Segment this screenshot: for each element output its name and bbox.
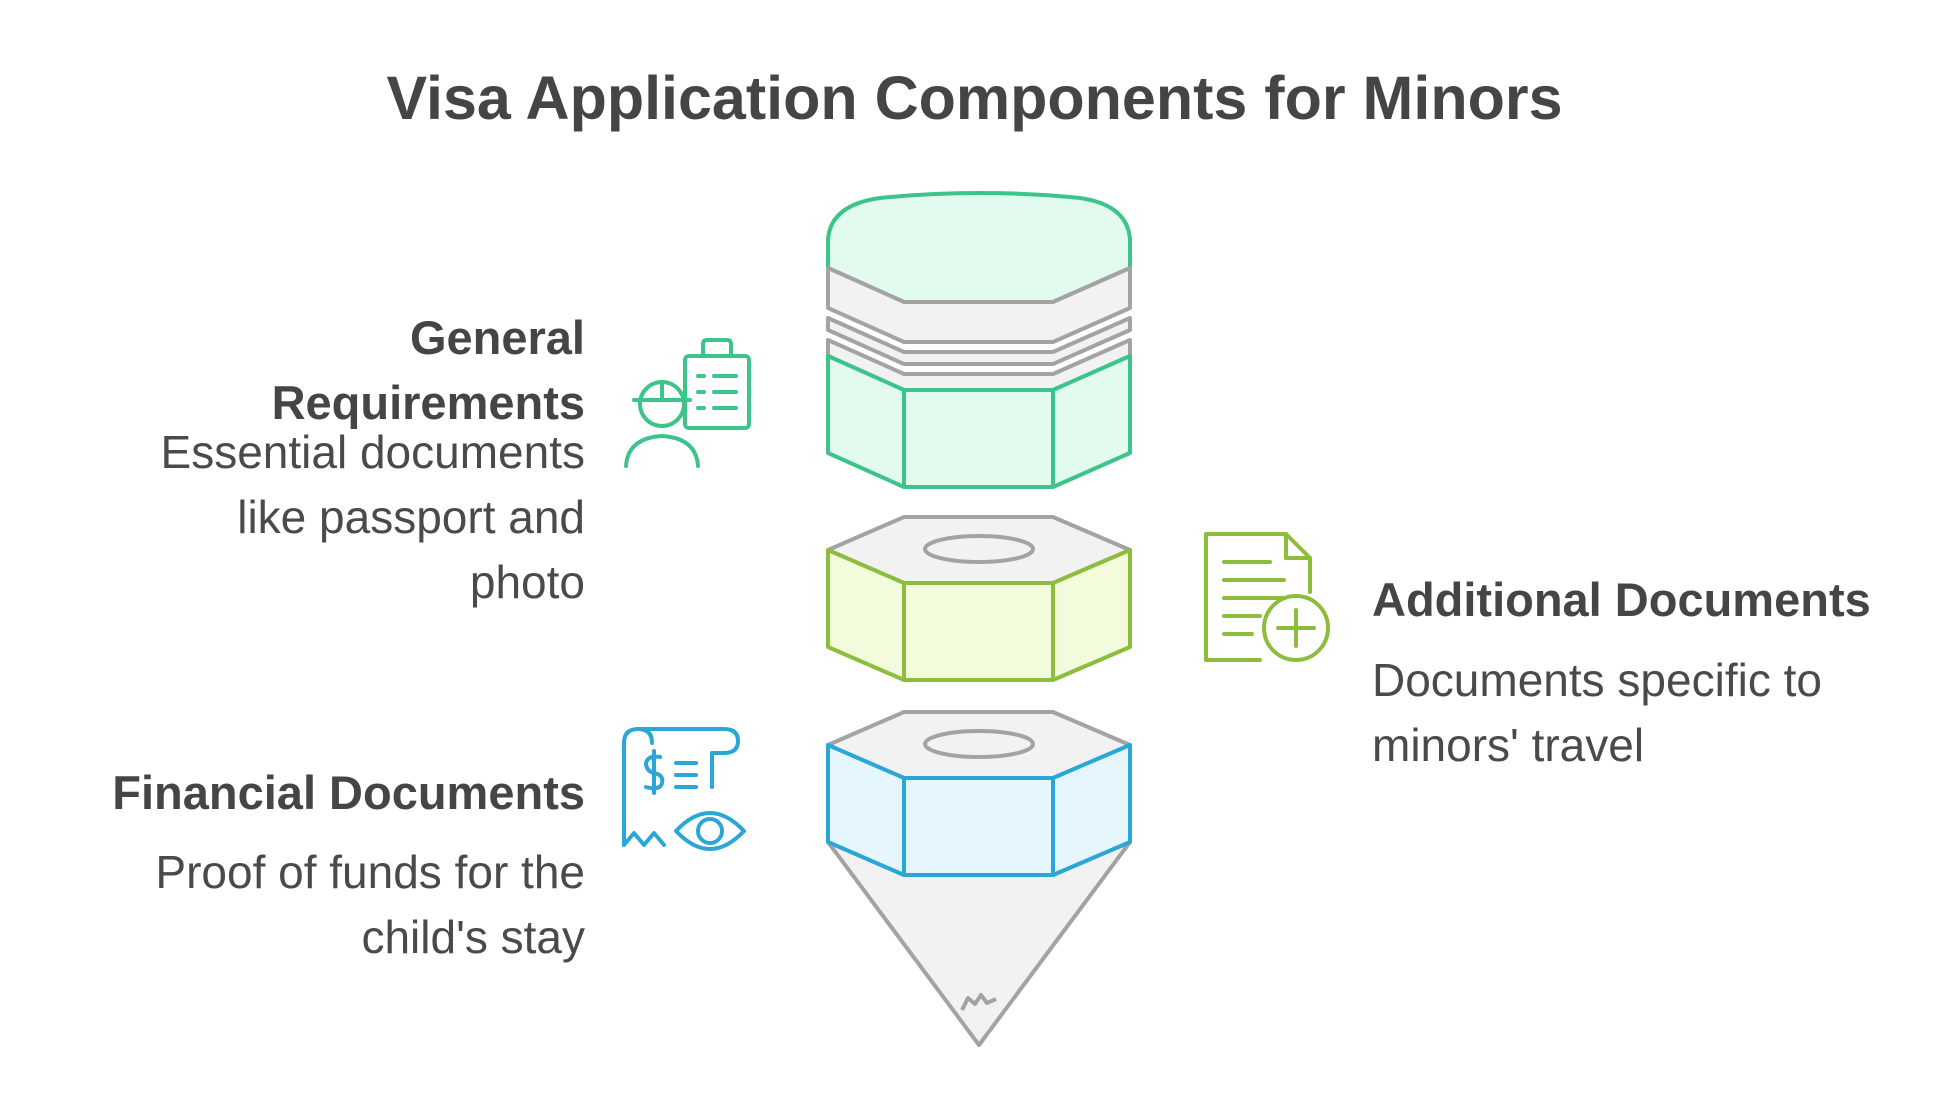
general-requirements-description: Essential documents like passport and ph… xyxy=(160,426,585,608)
financial-documents-segment xyxy=(826,710,1132,1047)
financial-documents-heading: Financial Documents xyxy=(112,766,585,819)
additional-documents-description: Documents specific to minors' travel xyxy=(1372,654,1822,771)
general-requirements-heading: General Requirements xyxy=(271,311,585,429)
document-add-icon xyxy=(1204,532,1330,662)
worker-clipboard-icon xyxy=(624,338,751,468)
page-title: Visa Application Components for Minors xyxy=(386,64,1563,132)
financial-documents-description: Proof of funds for the child's stay xyxy=(155,846,585,963)
additional-documents-heading: Additional Documents xyxy=(1372,573,1871,626)
general-requirements-segment xyxy=(826,191,1132,489)
receipt-eye-icon xyxy=(622,727,746,851)
additional-documents-segment xyxy=(826,515,1132,682)
